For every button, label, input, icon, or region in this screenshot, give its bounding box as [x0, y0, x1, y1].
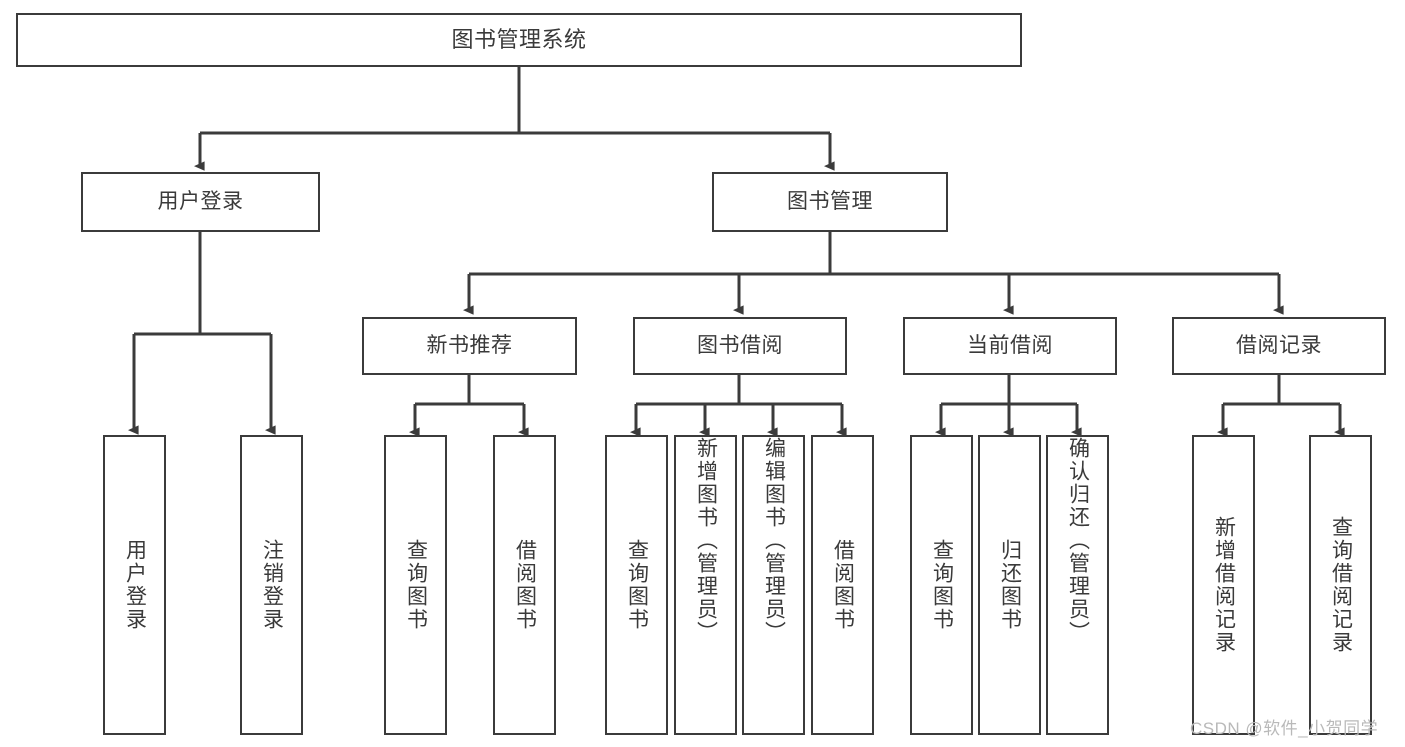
node-label: 图书管理系统: [451, 27, 587, 52]
node-label: 借阅记录: [1236, 334, 1322, 357]
csdn-watermark: CSDN @软件_小贺同学: [1190, 719, 1379, 738]
node-label: 新书推荐: [426, 334, 513, 357]
node-label: 编辑图书（管理员）: [762, 437, 786, 644]
node-leaf-user-login[interactable]: 用户登录: [103, 435, 166, 735]
node-leaf-confirm-return[interactable]: 确认归还（管理员）: [1046, 435, 1109, 735]
node-label: 用户登录: [123, 539, 147, 631]
node-current-borrow[interactable]: 当前借阅: [903, 317, 1117, 375]
node-leaf-edit-book[interactable]: 编辑图书（管理员）: [742, 435, 805, 735]
node-label: 借阅图书: [513, 539, 537, 631]
node-book-borrow[interactable]: 图书借阅: [633, 317, 847, 375]
node-new-book-recommend[interactable]: 新书推荐: [362, 317, 577, 375]
node-leaf-return-book[interactable]: 归还图书: [978, 435, 1041, 735]
node-label: 借阅图书: [831, 539, 855, 631]
node-leaf-borrow-book-1[interactable]: 借阅图书: [493, 435, 556, 735]
node-leaf-add-book[interactable]: 新增图书（管理员）: [674, 435, 737, 735]
node-leaf-query-book-1[interactable]: 查询图书: [384, 435, 447, 735]
node-label: 用户登录: [157, 190, 244, 213]
node-label: 图书借阅: [697, 334, 783, 357]
node-label: 当前借阅: [967, 334, 1053, 357]
node-borrow-record[interactable]: 借阅记录: [1172, 317, 1386, 375]
node-user-login[interactable]: 用户登录: [81, 172, 320, 232]
node-label: 注销登录: [260, 539, 284, 631]
node-label: 查询图书: [930, 539, 954, 631]
node-label: 查询借阅记录: [1329, 516, 1353, 654]
node-leaf-query-book-2[interactable]: 查询图书: [605, 435, 668, 735]
node-label: 新增借阅记录: [1212, 516, 1236, 654]
node-book-manage[interactable]: 图书管理: [712, 172, 948, 232]
node-label: 归还图书: [998, 539, 1022, 631]
node-leaf-add-record[interactable]: 新增借阅记录: [1192, 435, 1255, 735]
node-leaf-logout[interactable]: 注销登录: [240, 435, 303, 735]
node-label: 查询图书: [625, 539, 649, 631]
node-label: 确认归还（管理员）: [1066, 437, 1090, 644]
node-label: 新增图书（管理员）: [694, 437, 718, 644]
node-root-system[interactable]: 图书管理系统: [16, 13, 1022, 67]
node-label: 查询图书: [404, 539, 428, 631]
node-leaf-query-record[interactable]: 查询借阅记录: [1309, 435, 1372, 735]
node-leaf-borrow-book-2[interactable]: 借阅图书: [811, 435, 874, 735]
node-label: 图书管理: [787, 190, 873, 213]
node-leaf-query-book-3[interactable]: 查询图书: [910, 435, 973, 735]
